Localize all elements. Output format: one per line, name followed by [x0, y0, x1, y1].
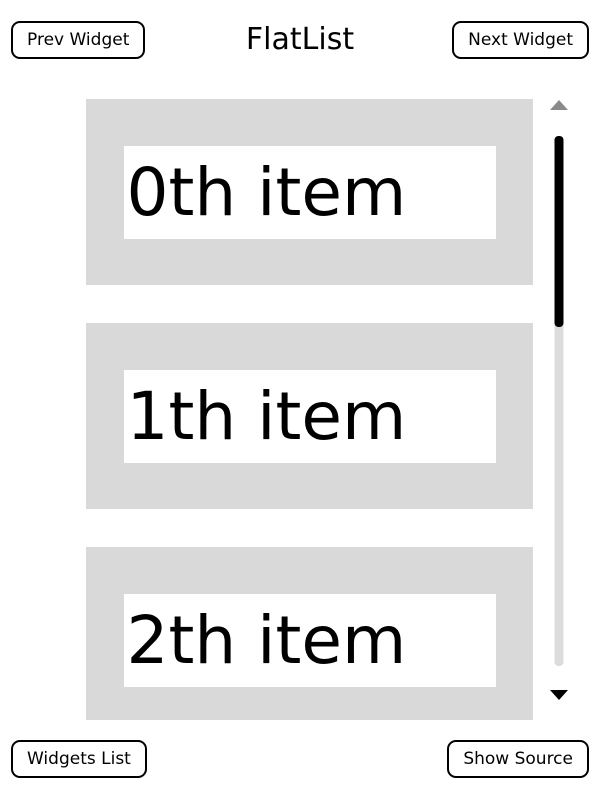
list-item-label: 0th item	[123, 145, 496, 239]
next-widget-button[interactable]: Next Widget	[452, 21, 589, 59]
triangle-up-icon[interactable]	[550, 100, 568, 110]
triangle-down-icon[interactable]	[550, 690, 568, 700]
flatlist-viewport[interactable]: 0th item 1th item 2th item	[86, 99, 533, 720]
list-item[interactable]: 2th item	[86, 547, 533, 720]
flatlist-region: 0th item 1th item 2th item	[0, 80, 600, 720]
scrollbar-track[interactable]	[554, 136, 564, 666]
scrollbar-thumb[interactable]	[554, 136, 564, 327]
list-item-label: 1th item	[123, 369, 496, 463]
vertical-scrollbar[interactable]	[547, 94, 571, 706]
page-title: FlatList	[245, 22, 355, 57]
widgets-list-button[interactable]: Widgets List	[11, 740, 147, 778]
list-item[interactable]: 1th item	[86, 323, 533, 509]
list-item[interactable]: 0th item	[86, 99, 533, 285]
top-toolbar: Prev Widget FlatList Next Widget	[0, 0, 600, 80]
prev-widget-button[interactable]: Prev Widget	[11, 21, 146, 59]
list-item-label: 2th item	[123, 593, 496, 687]
show-source-button[interactable]: Show Source	[447, 740, 589, 778]
bottom-toolbar: Widgets List Show Source	[0, 720, 600, 800]
